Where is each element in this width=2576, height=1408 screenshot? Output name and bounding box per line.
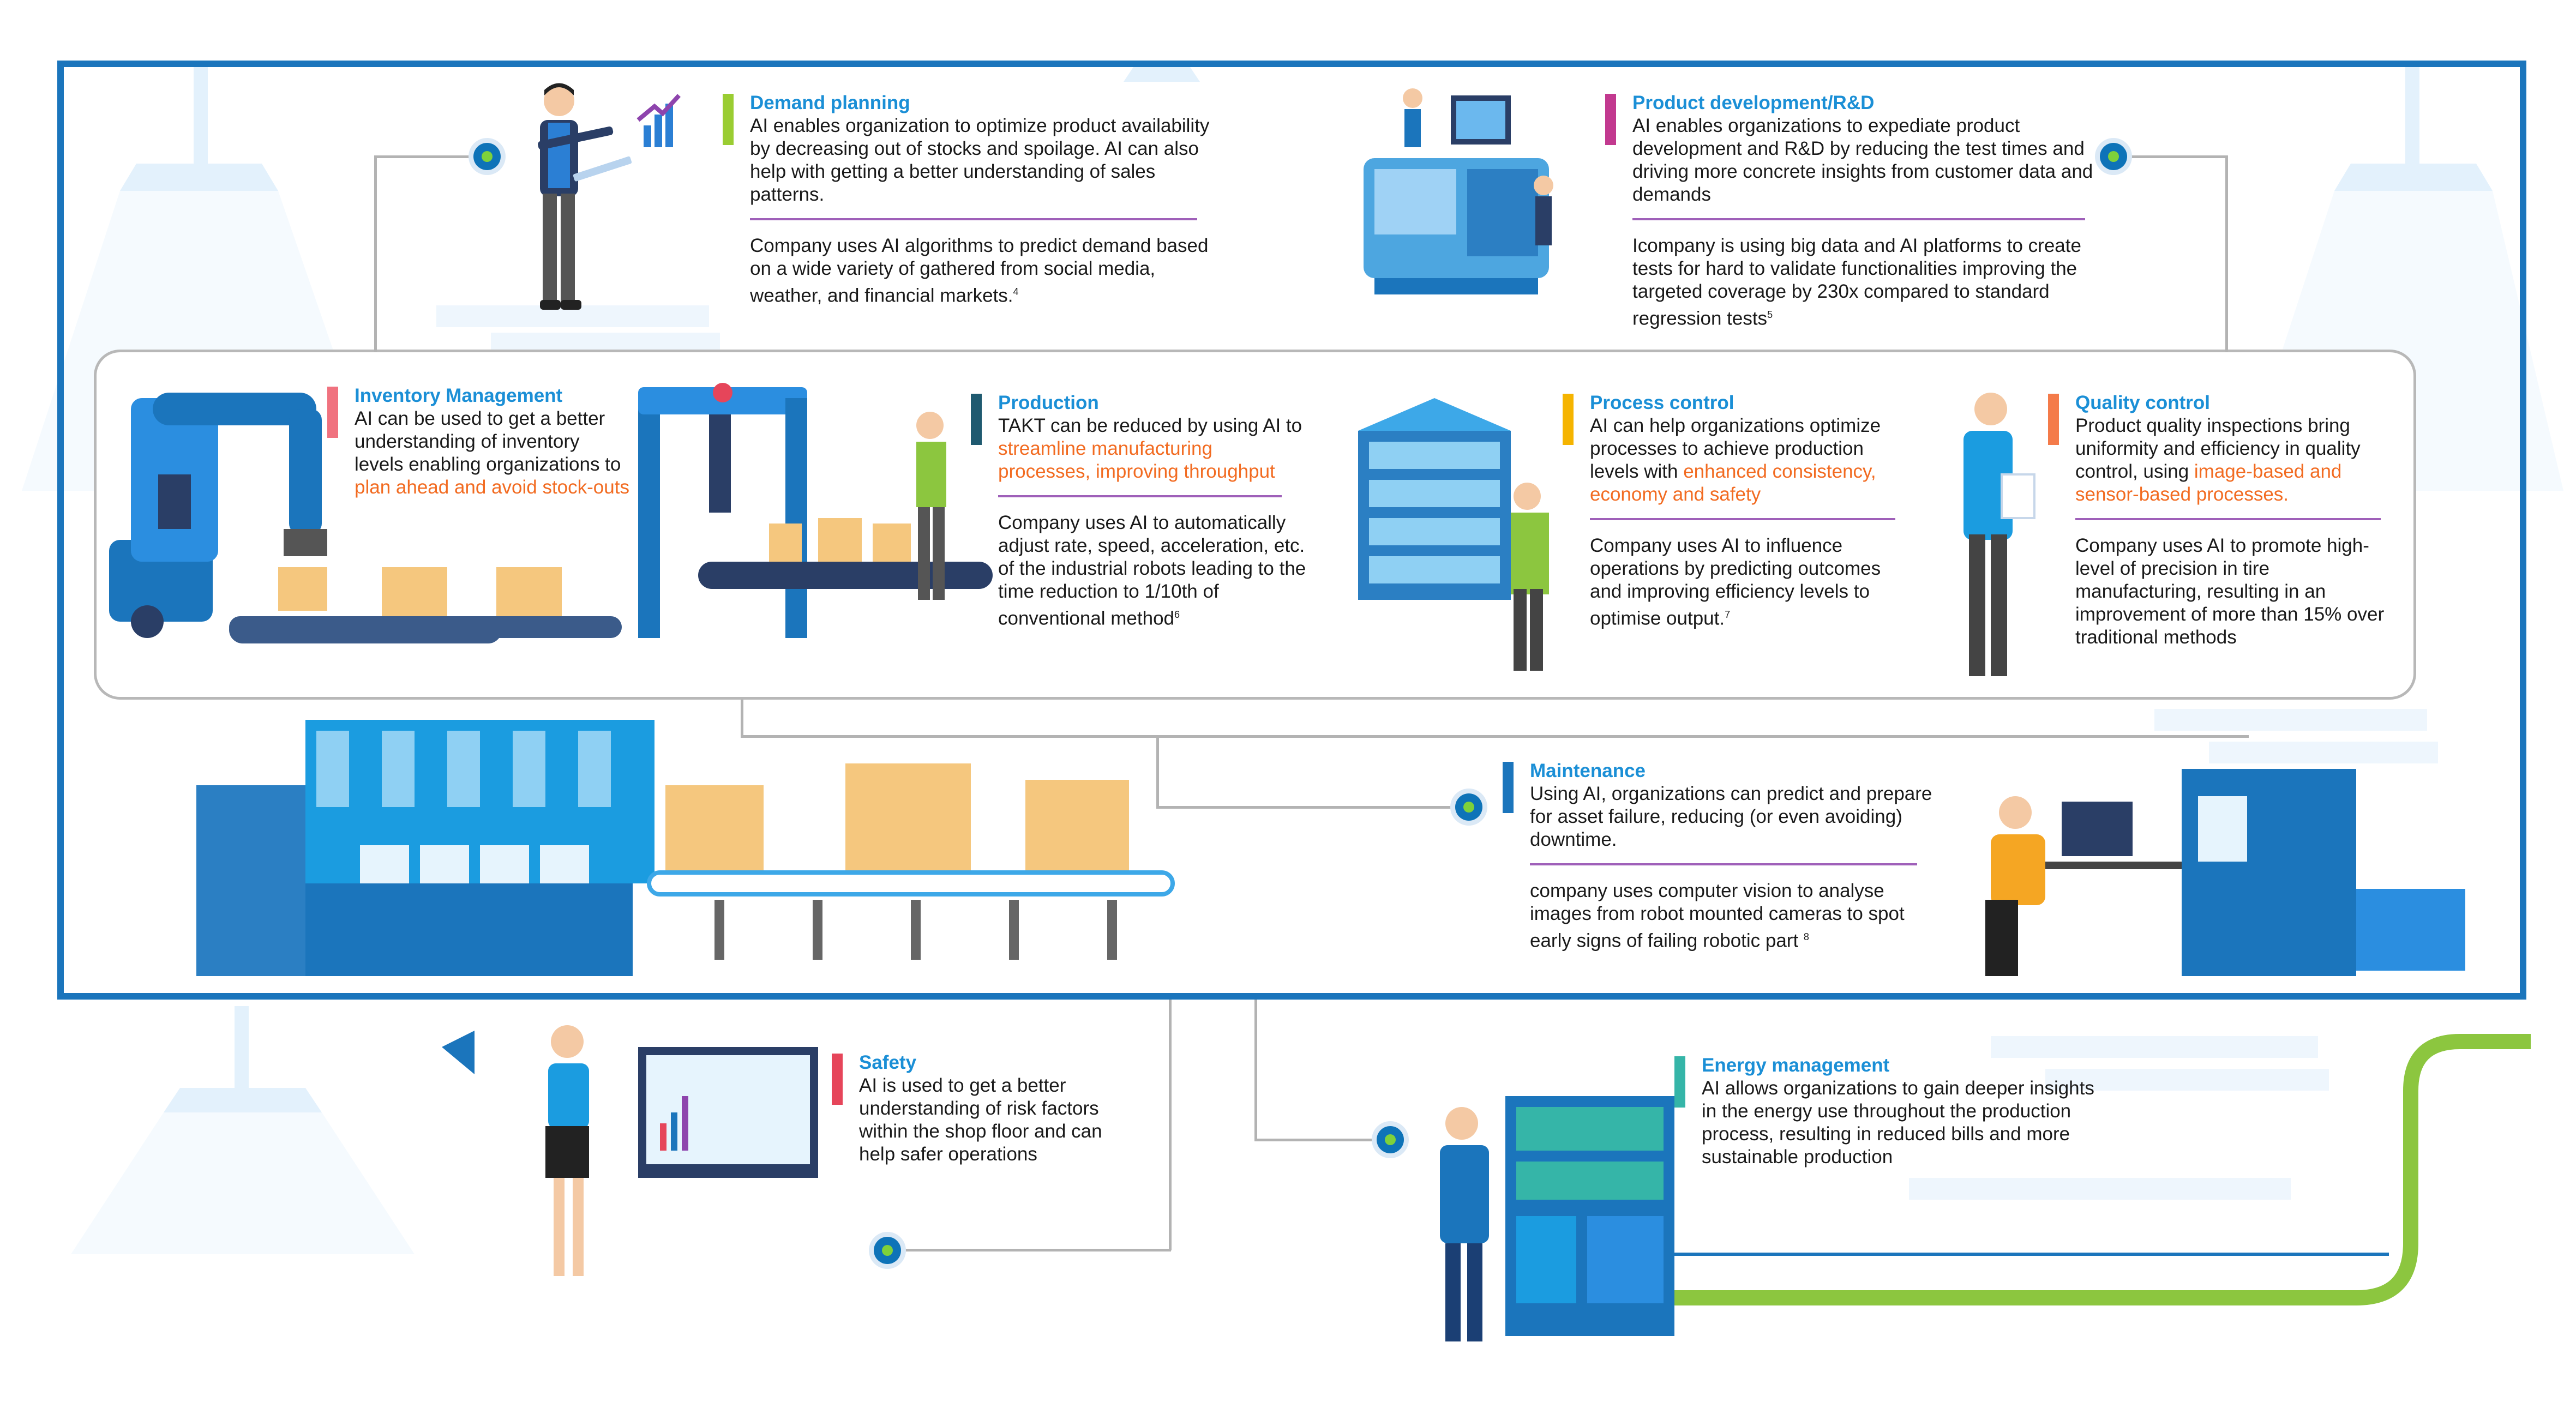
production-bar — [971, 394, 982, 445]
production-line-illustration — [638, 383, 993, 638]
safety-bar — [832, 1054, 843, 1105]
maintenance-workstation-illustration — [1985, 769, 2465, 976]
section-body: AI allows organizations to gain deeper i… — [1702, 1078, 2094, 1168]
section-example: Company uses AI to automatically adjust … — [998, 512, 1306, 629]
section-title: Demand planning — [750, 92, 910, 113]
footnote-ref: 5 — [1767, 309, 1773, 320]
connector-line — [741, 700, 743, 737]
section-example: company uses computer vision to analyse … — [1530, 880, 1905, 952]
footnote-ref: 6 — [1174, 609, 1180, 620]
connector-node — [1455, 793, 1482, 821]
energy-cabinet-illustration — [1440, 1096, 1674, 1341]
section-title: Maintenance — [1530, 760, 1646, 781]
main-conveyor-illustration — [647, 763, 1175, 960]
demand-planning-bar — [723, 94, 734, 145]
section-title: Safety — [859, 1052, 917, 1073]
connector-node — [874, 1237, 901, 1264]
connector-line — [374, 155, 377, 352]
section-title: Product development/R&D — [1632, 92, 1875, 113]
section-highlight: enhanced consistency, economy and safety — [1590, 461, 1876, 505]
section-highlight: plan ahead and avoid stock-outs — [355, 477, 629, 498]
section-example: Company uses AI algorithms to predict de… — [750, 235, 1209, 306]
inventory-management-bar — [327, 387, 338, 438]
connector-line — [1169, 1000, 1172, 1250]
section-highlight: streamline manufacturing processes, impr… — [998, 438, 1275, 482]
section-body: Product quality inspections bring unifor… — [2075, 415, 2361, 482]
section-title: Energy management — [1702, 1055, 1890, 1076]
section-body: AI can be used to get a better understan… — [355, 408, 621, 475]
connector-node — [2100, 143, 2127, 170]
section-example: Icompany is using big data and AI platfo… — [1632, 235, 2081, 329]
connector-node — [1377, 1126, 1404, 1153]
section-example: Company uses AI to promote high-level of… — [2075, 535, 2385, 648]
section-separator — [1530, 863, 1917, 865]
main-frame — [57, 61, 2526, 1000]
connector-line — [2225, 155, 2228, 352]
maintenance-bar — [1503, 762, 1514, 813]
section-body: AI enables organizations to expediate pr… — [1632, 115, 2093, 205]
quality-control-bar — [2048, 394, 2059, 445]
process-control-bar — [1563, 394, 1574, 445]
connector-line — [898, 1249, 1171, 1251]
quality-control-person-illustration — [1963, 393, 2035, 676]
connector-line — [1156, 806, 1468, 809]
section-body: AI can help organizations optimize proce… — [1590, 415, 1881, 482]
section-body: Using AI, organizations can predict and … — [1530, 783, 1932, 850]
section-title: Process control — [1590, 392, 1734, 413]
section-separator — [1590, 518, 1895, 520]
connector-line — [1254, 1139, 1385, 1141]
inventory-conveyor-illustration — [229, 567, 622, 638]
section-body: TAKT can be reduced by using AI to — [998, 415, 1302, 436]
connector-line — [2116, 155, 2228, 158]
section-separator — [2075, 518, 2381, 520]
section-highlight: image-based and sensor-based processes. — [2075, 461, 2342, 505]
section-separator — [750, 218, 1197, 220]
safety-presenter-illustration — [442, 1025, 818, 1276]
section-body: AI is used to get a better understanding… — [859, 1075, 1102, 1165]
rd-machine-illustration — [1364, 88, 1553, 294]
connector-line — [1254, 1000, 1257, 1141]
factory-control-room-illustration — [196, 720, 654, 976]
footnote-ref: 4 — [1013, 286, 1019, 297]
product-development-bar — [1605, 94, 1616, 145]
energy-management-bar — [1674, 1056, 1685, 1108]
footnote-ref: 8 — [1803, 931, 1809, 942]
section-body: AI enables organization to optimize prod… — [750, 115, 1210, 205]
section-title: Production — [998, 392, 1099, 413]
section-separator — [998, 495, 1282, 497]
section-separator — [1632, 218, 2085, 220]
connector-node — [473, 143, 501, 170]
section-example: Company uses AI to influence operations … — [1590, 535, 1881, 629]
section-title: Quality control — [2075, 392, 2210, 413]
connector-line — [741, 735, 2249, 738]
process-control-illustration — [1358, 398, 1549, 671]
section-title: Inventory Management — [355, 385, 563, 406]
connector-line — [1156, 736, 1159, 807]
footnote-ref: 7 — [1725, 609, 1731, 620]
demand-planner-illustration — [538, 83, 681, 310]
connector-line — [374, 155, 481, 158]
